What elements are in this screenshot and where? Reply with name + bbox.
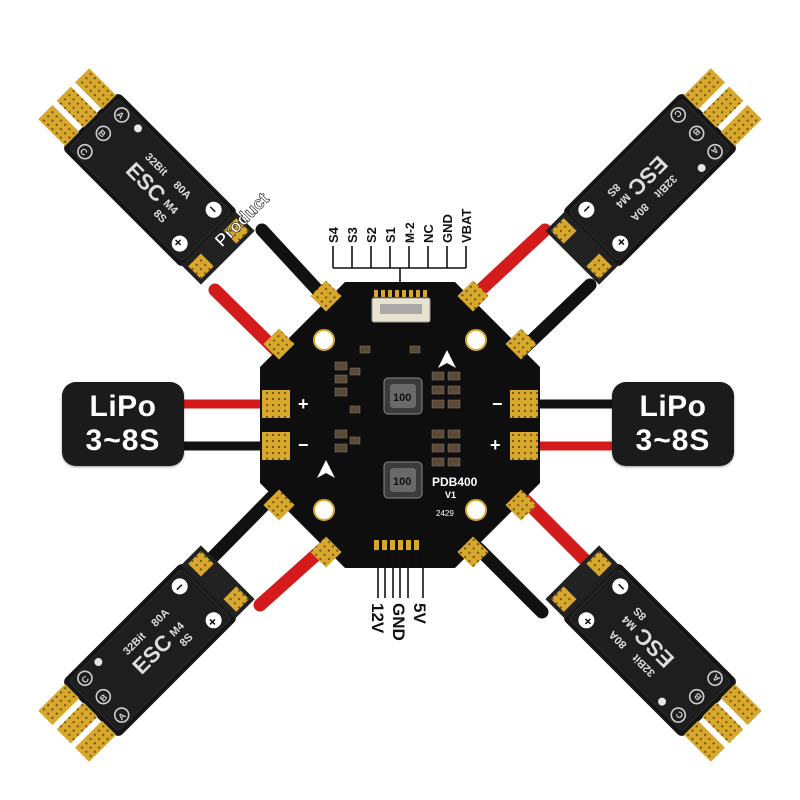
esc-module-bottom-right: 32Bit ESC 80A M4 8S C B A + − xyxy=(543,543,766,766)
pad-corner-br-2 xyxy=(457,536,489,568)
pin-label-gnd: GND xyxy=(440,214,455,243)
logo-arrow-top xyxy=(438,350,456,368)
top-connector-labels: S4 S3 S2 S1 M-2 NC GND VBAT xyxy=(326,209,474,243)
board-minus-right: − xyxy=(492,394,503,414)
mount-hole-br xyxy=(465,499,487,521)
esc-module-top-right: 32Bit ESC 80A M4 8S A B C + − xyxy=(543,64,766,287)
wire-red-tr xyxy=(465,223,552,305)
board-outline xyxy=(260,282,540,568)
board-minus-left: − xyxy=(298,435,309,455)
pad-bat-left-minus xyxy=(262,432,290,460)
pin-label-s3: S3 xyxy=(345,227,360,243)
mount-hole-tr xyxy=(465,329,487,351)
smd-components xyxy=(334,345,461,467)
pin-label-vbat: VBAT xyxy=(459,209,474,243)
pad-corner-tl-1 xyxy=(310,280,342,312)
pin-label-12v: 12V xyxy=(368,603,387,634)
wires xyxy=(180,223,616,619)
lipo-left-cells: 3~8S xyxy=(85,424,161,457)
pin-label-m2: M-2 xyxy=(403,222,417,243)
mount-hole-tl xyxy=(313,329,335,351)
pin-label-5v: 5V xyxy=(410,603,429,624)
pad-bat-right-minus xyxy=(510,390,538,418)
board-date-code: 2429 xyxy=(436,509,454,518)
pad-bat-left-plus xyxy=(262,390,290,418)
wire-black-br xyxy=(471,541,549,619)
pin-label-gnd-bottom: GND xyxy=(389,603,408,641)
pad-bat-right-plus xyxy=(510,432,538,460)
bottom-connector-wires xyxy=(377,552,424,598)
esc-module-top-left: 32Bit ESC 80A M4 8S A B C − + xyxy=(34,64,257,287)
bottom-connector-pads xyxy=(374,540,419,550)
inductor-bottom-marking: 100 xyxy=(393,476,411,488)
board-model: PDB400 xyxy=(432,475,478,489)
top-connector-wires xyxy=(332,246,467,292)
bottom-connector-labels: 12V GND 5V xyxy=(368,603,429,641)
pin-label-s1: S1 xyxy=(383,227,398,243)
pad-corner-tl-2 xyxy=(263,328,295,360)
board-version: V1 xyxy=(445,490,456,500)
board-plus-right: + xyxy=(490,435,501,455)
mount-hole-bl xyxy=(313,499,335,521)
pin-label-s4: S4 xyxy=(326,226,341,243)
wire-black-tr xyxy=(515,278,597,357)
lipo-left-type: LiPo xyxy=(89,390,157,423)
lipo-battery-right: LiPo 3~8S xyxy=(612,382,734,466)
pin-label-s2: S2 xyxy=(364,227,379,243)
logo-arrow-bottom xyxy=(317,460,335,478)
pad-corner-bl-1 xyxy=(263,489,295,521)
top-connector-pads xyxy=(374,290,427,297)
board-plus-left: + xyxy=(298,394,309,414)
inductor-top-marking: 100 xyxy=(393,392,411,404)
wire-red-br xyxy=(515,490,597,572)
pad-corner-bl-2 xyxy=(310,536,342,568)
esc-module-bottom-left: 32Bit ESC 80A M4 8S C B A − + xyxy=(34,543,257,766)
pad-corner-tr-1 xyxy=(457,280,489,312)
pdb-board: + − − + 100 100 xyxy=(260,280,540,568)
pad-corner-tr-2 xyxy=(505,328,537,360)
lipo-battery-left: LiPo 3~8S xyxy=(62,382,184,466)
lipo-right-cells: 3~8S xyxy=(635,424,711,457)
wire-black-tl xyxy=(255,223,329,302)
pin-label-nc: NC xyxy=(421,224,436,243)
lipo-right-type: LiPo xyxy=(639,390,707,423)
